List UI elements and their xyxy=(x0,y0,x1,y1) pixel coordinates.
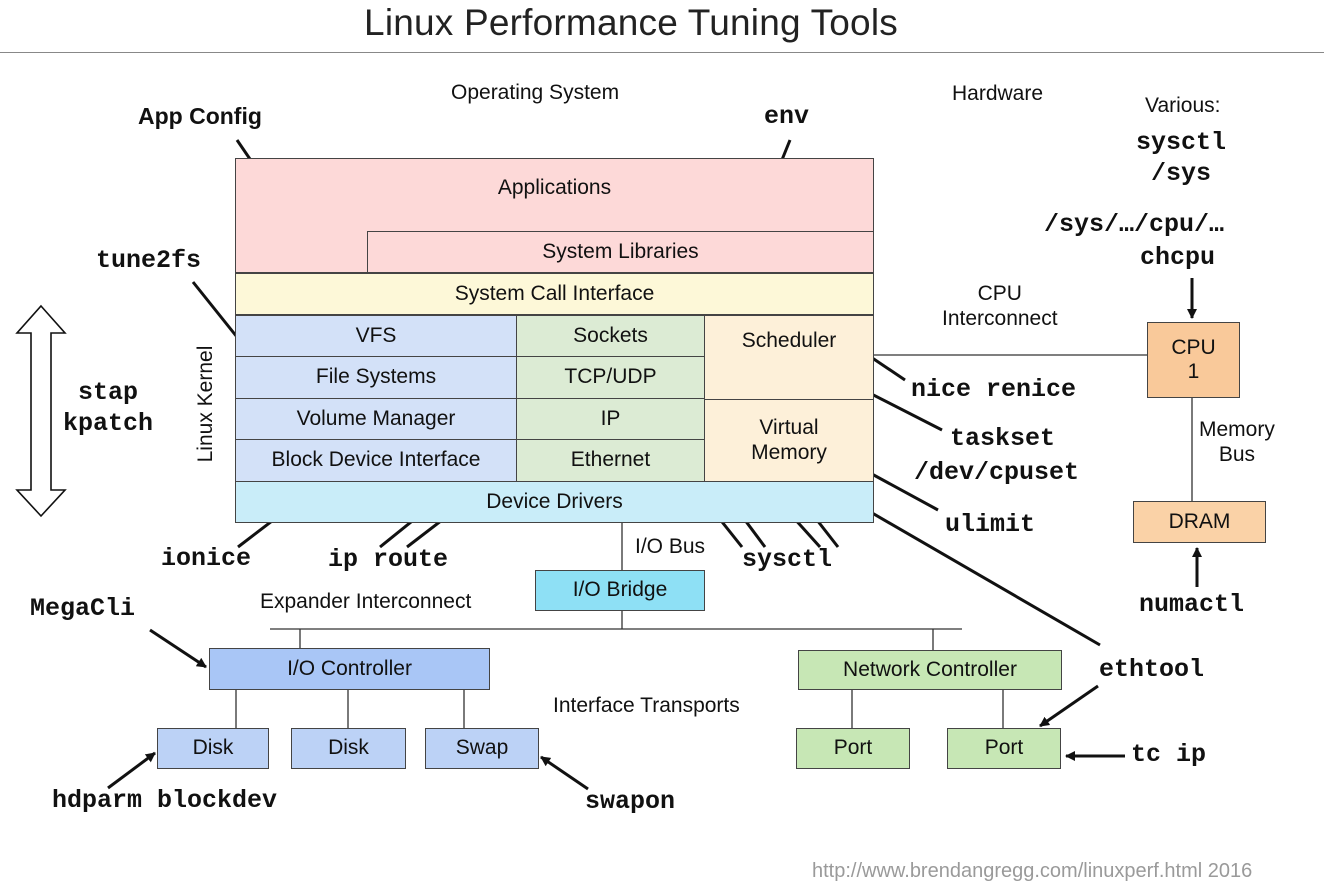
sockets-label: Sockets xyxy=(573,323,648,347)
ethernet-layer: Ethernet xyxy=(516,439,705,482)
ethernet-label: Ethernet xyxy=(570,448,651,472)
ionice-tool: ionice xyxy=(161,544,252,573)
block-device-interface-layer: Block Device Interface xyxy=(235,439,517,482)
virtual-memory-label: Virtual Memory xyxy=(751,416,827,464)
tc-ip-tool: tc ip xyxy=(1131,740,1207,769)
swap-box: Swap xyxy=(425,728,539,769)
system-libraries-layer: System Libraries xyxy=(367,231,874,273)
dev-cpuset-tool: /dev/cpuset xyxy=(914,458,1080,487)
port-label-2: Port xyxy=(984,736,1024,760)
virtual-memory-layer: Virtual Memory xyxy=(704,399,874,482)
hardware-label: Hardware xyxy=(952,82,1044,105)
scheduler-layer: Scheduler xyxy=(704,315,874,400)
device-drivers-layer: Device Drivers xyxy=(235,481,874,523)
file-systems-label: File Systems xyxy=(315,365,437,389)
volume-manager-label: Volume Manager xyxy=(296,406,456,430)
swap-label: Swap xyxy=(455,736,509,760)
device-drivers-label: Device Drivers xyxy=(486,489,623,513)
block-device-interface-label: Block Device Interface xyxy=(271,448,481,472)
numactl-tool: numactl xyxy=(1139,590,1245,619)
dram-box: DRAM xyxy=(1133,501,1266,543)
port-label-1: Port xyxy=(833,736,873,760)
nice-renice-tool: nice renice xyxy=(911,375,1077,404)
arrow-ethtool-port xyxy=(1039,684,1099,728)
stap-kpatch-double-arrow xyxy=(15,304,67,518)
cpu-box: CPU 1 xyxy=(1147,322,1240,398)
interface-transports-label: Interface Transports xyxy=(553,694,740,717)
port-box-2: Port xyxy=(947,728,1061,769)
arrow-hdparm xyxy=(107,751,156,790)
sockets-layer: Sockets xyxy=(516,315,705,357)
arrow-megacli xyxy=(149,628,207,669)
sysctl-sys-tool: sysctl /sys xyxy=(1136,128,1227,189)
disk-label-1: Disk xyxy=(192,736,234,760)
taskset-tool: taskset xyxy=(950,424,1056,453)
network-controller-label: Network Controller xyxy=(843,657,1017,681)
diagram-title: Linux Performance Tuning Tools xyxy=(364,2,898,43)
tcp-udp-layer: TCP/UDP xyxy=(516,356,705,399)
io-bridge-box: I/O Bridge xyxy=(535,570,705,611)
ip-route-tool: ip route xyxy=(328,545,449,574)
io-bridge-label: I/O Bridge xyxy=(572,578,668,602)
scheduler-label: Scheduler xyxy=(741,329,837,352)
system-call-interface-label: System Call Interface xyxy=(454,281,655,305)
tcp-udp-label: TCP/UDP xyxy=(564,365,657,389)
cpu-label: CPU 1 xyxy=(1171,335,1216,383)
chcpu-tool: chcpu xyxy=(1140,243,1216,272)
swapon-tool: swapon xyxy=(585,787,676,816)
stap-kpatch-tool: stap kpatch xyxy=(63,378,154,439)
arrow-ethtool-drivers xyxy=(847,497,1101,647)
source-url-footer: http://www.brendangregg.com/linuxperf.ht… xyxy=(812,860,1253,882)
cpu-interconnect-label: CPU Interconnect xyxy=(942,282,1058,331)
ip-label: IP xyxy=(600,406,621,430)
io-controller-label: I/O Controller xyxy=(287,656,412,680)
megacli-tool: MegaCli xyxy=(30,594,136,623)
title-divider xyxy=(0,52,1324,53)
operating-system-label: Operating System xyxy=(451,81,620,104)
disk-label-2: Disk xyxy=(328,736,369,760)
hdparm-blockdev-tool: hdparm blockdev xyxy=(52,786,278,815)
ip-layer: IP xyxy=(516,398,705,440)
disk-box-2: Disk xyxy=(291,728,406,769)
various-label: Various: xyxy=(1145,94,1221,117)
ethtool-tool: ethtool xyxy=(1099,655,1205,684)
sys-cpu-tool: /sys/…/cpu/… xyxy=(1044,210,1225,239)
dram-label: DRAM xyxy=(1168,509,1231,533)
applications-label: Applications xyxy=(497,176,612,199)
port-box-1: Port xyxy=(796,728,910,769)
expander-interconnect-label: Expander Interconnect xyxy=(260,590,472,613)
io-bus-label: I/O Bus xyxy=(635,535,706,558)
volume-manager-layer: Volume Manager xyxy=(235,398,517,440)
env-tool: env xyxy=(764,102,810,131)
tune2fs-tool: tune2fs xyxy=(96,246,202,275)
arrow-swapon xyxy=(540,755,589,791)
system-call-interface-layer: System Call Interface xyxy=(235,273,874,315)
file-systems-layer: File Systems xyxy=(235,356,517,399)
network-controller-box: Network Controller xyxy=(798,650,1062,690)
sysctl-tool: sysctl xyxy=(742,545,833,574)
linux-kernel-label: Linux Kernel xyxy=(194,345,217,463)
system-libraries-label: System Libraries xyxy=(542,239,699,263)
vfs-label: VFS xyxy=(355,323,397,347)
app-config-tool: App Config xyxy=(138,103,262,129)
ulimit-tool: ulimit xyxy=(945,510,1036,539)
vfs-layer: VFS xyxy=(235,315,517,357)
memory-bus-label: Memory Bus xyxy=(1199,418,1275,467)
disk-box-1: Disk xyxy=(157,728,269,769)
io-controller-box: I/O Controller xyxy=(209,648,490,690)
